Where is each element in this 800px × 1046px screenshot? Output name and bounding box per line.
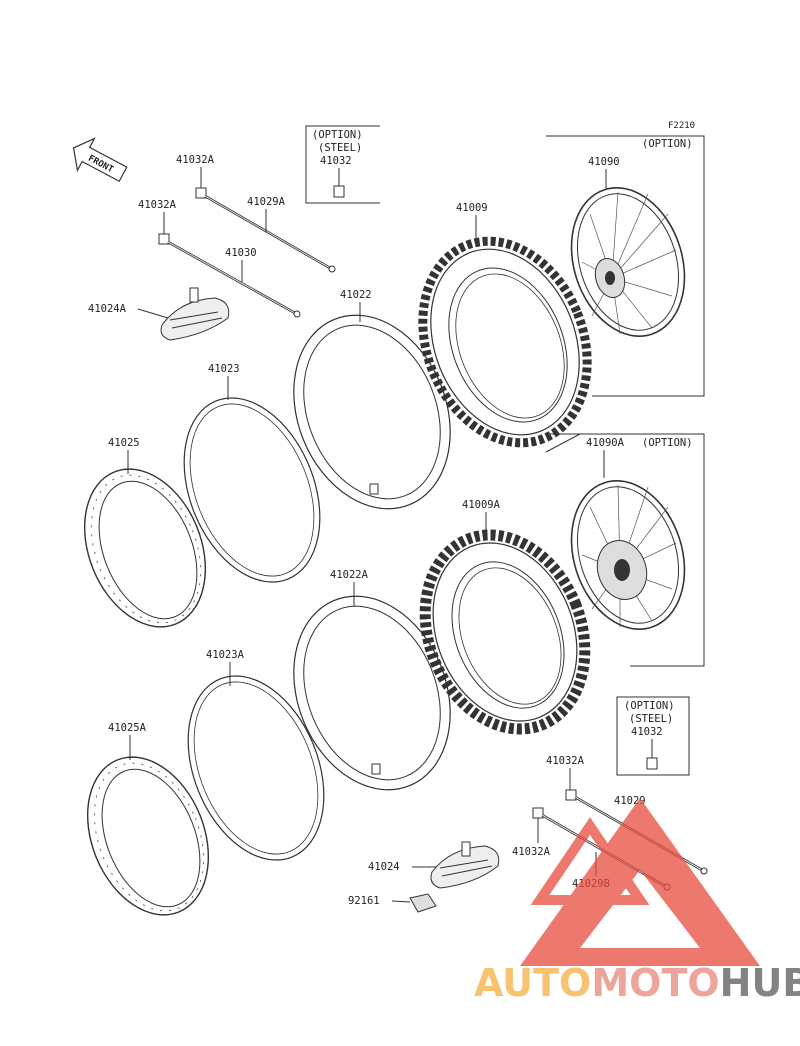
watermark-text: AUTOMOTOHUB [474,961,800,1005]
label-41032A-1: 41032A [176,154,215,166]
watermark-triangle-icon [520,798,760,966]
option-box-top-line2: (STEEL) [318,142,362,154]
spoked-wheel-41090 [570,187,686,337]
option-box-top: (OPTION) (STEEL) 41032 [305,125,380,204]
part-92161 [409,893,437,913]
label-41023A: 41023A [206,649,245,661]
spoke-nipple-steel-top [333,185,345,198]
label-41009: 41009 [456,202,488,214]
rim-41025A [86,756,210,916]
watermark-inner-triangle-icon [530,817,650,905]
rim-tape-41023 [183,397,321,583]
front-arrow-icon: FRONT [72,137,128,183]
rim-band-lock-41024 [430,841,500,889]
option-box-top-part: 41032 [320,155,352,167]
inner-tube-41022 [293,314,451,510]
watermark-text-moto: MOTO [591,961,719,1005]
label-41032A-2: 41032A [138,199,177,211]
label-41032A-3: 41032A [546,755,585,767]
label-41032A-4: 41032A [512,846,551,858]
rim-tape-41023A [187,675,325,861]
label-92161: 92161 [348,895,380,907]
watermark-text-auto: AUTO [474,961,591,1005]
inner-tube-41022A [293,595,451,791]
option-box-bottom-part: 41032 [631,726,663,738]
label-41022A: 41022A [330,569,369,581]
watermark-logo: AUTOMOTOHUB [474,798,800,1005]
wheel-option-rear-label: (OPTION) [642,437,693,449]
wheel-option-front-part: 41090 [588,156,620,168]
spoke-41029A [195,187,336,273]
label-41025: 41025 [108,437,140,449]
label-41023: 41023 [208,363,240,375]
option-box-bottom-line2: (STEEL) [629,713,673,725]
wheel-option-front: (OPTION) 41090 [546,135,705,397]
label-41009A: 41009A [462,499,501,511]
label-41030: 41030 [225,247,257,259]
rim-41025 [83,468,207,628]
option-box-top-line1: (OPTION) [312,129,363,141]
tire-41009A [419,529,591,735]
tire-41009 [418,236,592,448]
figure-code: F2210 [668,121,695,131]
spoke-nipple-steel-bottom [646,757,658,770]
label-41029A: 41029A [247,196,286,208]
wheel-option-rear: (OPTION) 41090A [545,433,705,667]
spoked-wheel-41090A [570,480,686,630]
option-box-bottom-line1: (OPTION) [624,700,675,712]
label-41024A: 41024A [88,303,127,315]
label-41025A: 41025A [108,722,147,734]
label-41022: 41022 [340,289,372,301]
label-41024: 41024 [368,861,400,873]
wheel-option-front-label: (OPTION) [642,138,693,150]
watermark-text-hub: HUB [720,961,800,1005]
option-box-bottom: (OPTION) (STEEL) 41032 [616,696,690,776]
rim-band-lock-41024A [160,287,230,341]
wheel-option-rear-part: 41090A [586,437,625,449]
